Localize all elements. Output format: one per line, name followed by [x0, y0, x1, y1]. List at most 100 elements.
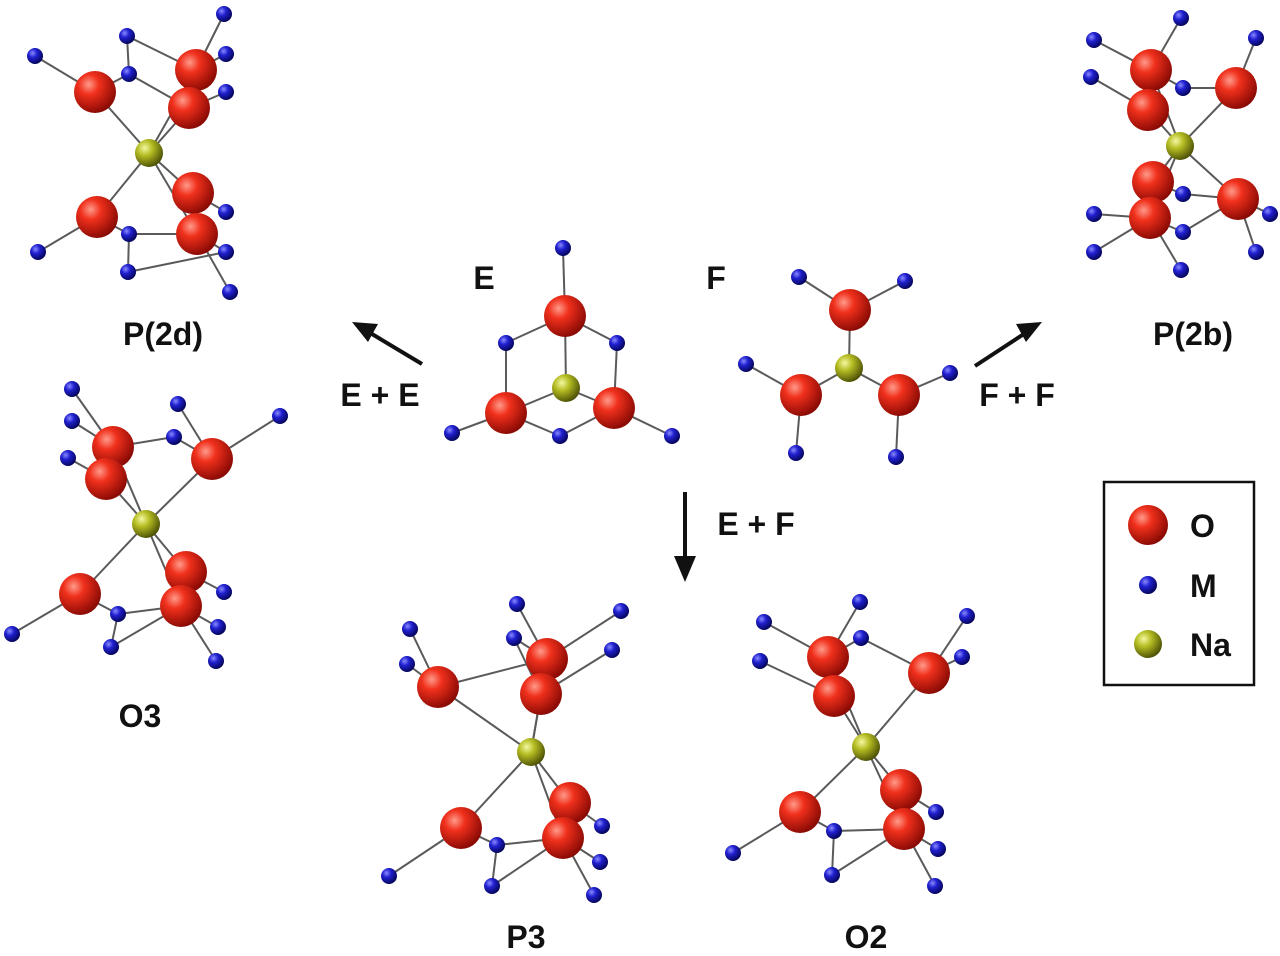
legend-m-icon — [1139, 576, 1157, 594]
oxygen-atom — [175, 49, 217, 91]
metal-atom — [218, 244, 234, 260]
oxygen-atom — [780, 374, 822, 416]
metal-atom — [756, 614, 772, 630]
metal-atom — [509, 596, 525, 612]
oxygen-atom — [1217, 178, 1259, 220]
oxygen-atom — [165, 551, 207, 593]
sodium-atom — [835, 354, 863, 382]
metal-atom — [888, 449, 904, 465]
metal-atom — [930, 841, 946, 857]
legend-label-na: Na — [1190, 627, 1231, 663]
reaction-label-f-plus-f: F + F — [979, 377, 1055, 413]
metal-atom — [826, 823, 842, 839]
arrow-f-plus-f-icon — [973, 322, 1042, 368]
sodium-atom — [517, 738, 545, 766]
metal-atom — [498, 335, 514, 351]
structure-p2d-model — [27, 6, 238, 300]
metal-atom — [30, 244, 46, 260]
metal-atom — [402, 621, 418, 637]
metal-atom — [1248, 30, 1264, 46]
sodium-atom — [132, 510, 160, 538]
metal-atom — [1083, 69, 1099, 85]
metal-atom — [791, 269, 807, 285]
oxygen-atom — [74, 71, 116, 113]
metal-atom — [444, 425, 460, 441]
legend: O M Na — [1102, 480, 1256, 687]
metal-atom — [120, 264, 136, 280]
structure-label-p3: P3 — [506, 919, 545, 955]
sodium-atom — [852, 733, 880, 761]
metal-atom — [4, 626, 20, 642]
metal-atom — [1248, 244, 1264, 260]
metal-atom — [216, 584, 232, 600]
metal-atom — [216, 6, 232, 22]
oxygen-atom — [1129, 197, 1171, 239]
metal-atom — [738, 356, 754, 372]
oxygen-atom — [168, 87, 210, 129]
structure-label-o3: O3 — [119, 698, 162, 734]
oxygen-atom — [176, 213, 218, 255]
metal-atom — [788, 445, 804, 461]
metal-atom — [594, 818, 610, 834]
structure-o2-model — [725, 594, 975, 894]
metal-atom — [928, 804, 944, 820]
metal-atom — [272, 408, 288, 424]
metal-atom — [927, 878, 943, 894]
oxygen-atom — [880, 769, 922, 811]
structure-p2b-model — [1083, 10, 1278, 278]
oxygen-atom — [59, 573, 101, 615]
metal-atom — [60, 450, 76, 466]
sodium-atom — [552, 374, 580, 402]
metal-atom — [218, 204, 234, 220]
metal-atom — [1086, 206, 1102, 222]
metal-atom — [897, 273, 913, 289]
fragment-label-f: F — [706, 260, 726, 296]
metal-atom — [110, 606, 126, 622]
bond — [127, 251, 227, 273]
metal-atom — [208, 653, 224, 669]
metal-atom — [1175, 80, 1191, 96]
metal-atom — [954, 649, 970, 665]
arrow-e-plus-f-icon — [674, 492, 696, 582]
fragment-f-model — [738, 269, 958, 465]
oxygen-atom — [549, 782, 591, 824]
oxygen-atom — [878, 374, 920, 416]
metal-atom — [1262, 206, 1278, 222]
metal-atom — [119, 28, 135, 44]
oxygen-atom — [813, 675, 855, 717]
sodium-atom — [1166, 132, 1194, 160]
metal-atom — [592, 854, 608, 870]
metal-atom — [1175, 224, 1191, 240]
oxygen-atom — [440, 807, 482, 849]
oxygen-atom — [191, 438, 233, 480]
oxygen-atom — [92, 426, 134, 468]
oxygen-atom — [76, 196, 118, 238]
oxygen-atom — [85, 458, 127, 500]
metal-atom — [609, 335, 625, 351]
metal-atom — [852, 594, 868, 610]
metal-atom — [64, 381, 80, 397]
metal-atom — [664, 428, 680, 444]
metal-atom — [506, 630, 522, 646]
structure-p3-model — [381, 596, 629, 903]
oxygen-atom — [544, 295, 586, 337]
oxygen-atom — [1132, 161, 1174, 203]
metal-atom — [222, 284, 238, 300]
arrow-e-plus-e-icon — [352, 322, 424, 366]
metal-atom — [489, 837, 505, 853]
metal-atom — [1086, 244, 1102, 260]
oxygen-atom — [883, 808, 925, 850]
oxygen-atom — [526, 638, 568, 680]
oxygen-atom — [172, 172, 214, 214]
oxygen-atom — [908, 652, 950, 694]
metal-atom — [613, 603, 629, 619]
legend-na-icon — [1134, 630, 1162, 658]
oxygen-atom — [829, 289, 871, 331]
metal-atom — [121, 226, 137, 242]
oxygen-atom — [520, 673, 562, 715]
metal-atom — [210, 619, 226, 635]
metal-atom — [1173, 10, 1189, 26]
metal-atom — [752, 653, 768, 669]
structure-label-p2d: P(2d) — [123, 316, 203, 352]
